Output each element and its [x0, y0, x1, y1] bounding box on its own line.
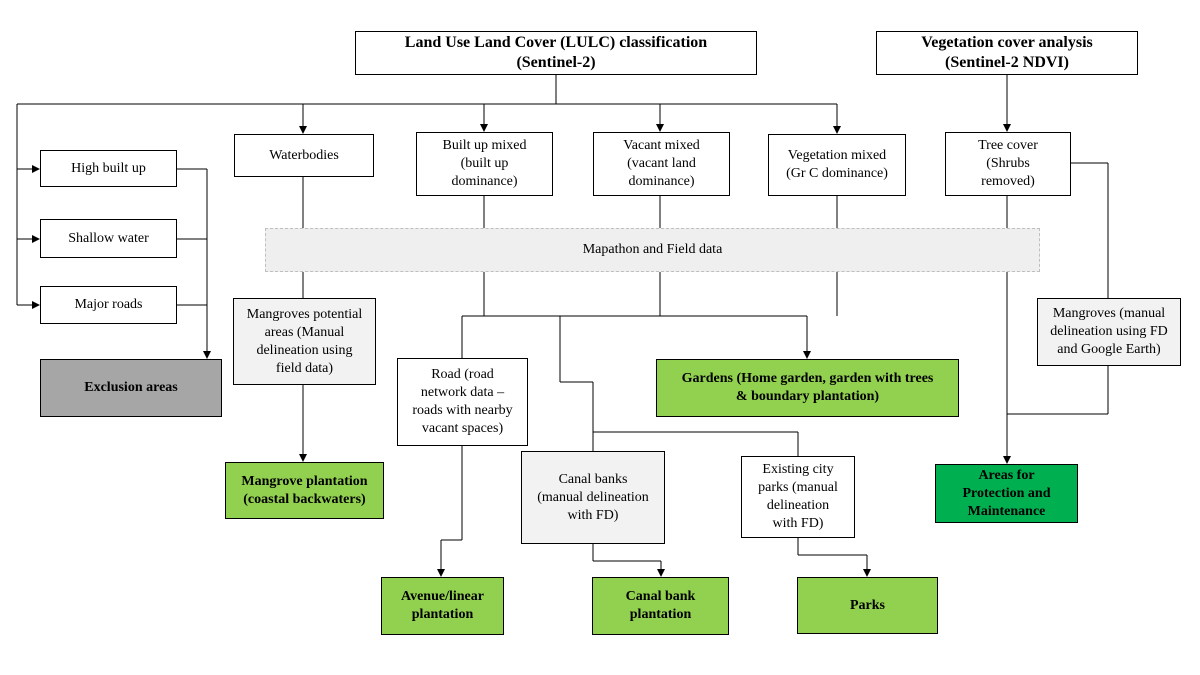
waterbodies-box: Waterbodies [234, 134, 374, 177]
lulc-classification-box: Land Use Land Cover (LULC) classificatio… [355, 31, 757, 75]
major-roads-box: Major roads [40, 286, 177, 324]
exclusion-areas-box: Exclusion areas [40, 359, 222, 417]
mangroves-manual-box: Mangroves (manual delineation using FD a… [1037, 298, 1181, 366]
road-box: Road (road network data – roads with nea… [397, 358, 528, 446]
mapathon-label: Mapathon and Field data [582, 242, 723, 257]
tree-cover-box: Tree cover (Shrubs removed) [945, 132, 1071, 196]
canal-banks-box: Canal banks (manual delineation with FD) [521, 451, 665, 544]
parks-box: Parks [797, 577, 938, 634]
built-up-mixed-box: Built up mixed (built up dominance) [416, 132, 553, 196]
shallow-water-box: Shallow water [40, 219, 177, 258]
gardens-box: Gardens (Home garden, garden with trees … [656, 359, 959, 417]
mapathon-field-data-band: Mapathon and Field data [265, 228, 1040, 272]
canal-bank-plantation-box: Canal bank plantation [592, 577, 729, 635]
protection-maintenance-box: Areas for Protection and Maintenance [935, 464, 1078, 523]
avenue-plantation-box: Avenue/linear plantation [381, 577, 504, 635]
high-built-up-box: High built up [40, 150, 177, 187]
vegetation-cover-analysis-box: Vegetation cover analysis (Sentinel-2 ND… [876, 31, 1138, 75]
mangrove-plantation-box: Mangrove plantation (coastal backwaters) [225, 462, 384, 519]
vegetation-mixed-box: Vegetation mixed (Gr C dominance) [768, 134, 906, 196]
existing-city-parks-box: Existing city parks (manual delineation … [741, 456, 855, 538]
vacant-mixed-box: Vacant mixed (vacant land dominance) [593, 132, 730, 196]
mangroves-potential-box: Mangroves potential areas (Manual deline… [233, 298, 376, 385]
